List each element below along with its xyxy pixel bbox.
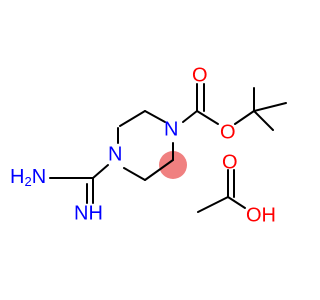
acid-carbonyl-oxygen-label: O bbox=[222, 151, 238, 173]
highlighted-ring-atom bbox=[159, 151, 187, 179]
acid-hydroxyl-label: OH bbox=[246, 204, 276, 226]
amino-label: H2N bbox=[10, 166, 46, 189]
imino-label: NH bbox=[74, 202, 103, 224]
bond-ester-o-tbutyl-c bbox=[234, 110, 255, 125]
structure-diagram: N N H2N NH O O O OH bbox=[10, 64, 287, 226]
bond-carbonyl-c-ester-o bbox=[196, 110, 219, 125]
bond-n1-amidine-c bbox=[92, 164, 109, 179]
ring-bond-c2-c3 bbox=[144, 110, 166, 123]
amino-h: H bbox=[10, 166, 24, 188]
bond-acid-methyl-c bbox=[197, 196, 229, 213]
bond-acid-c-oh bbox=[227, 196, 246, 209]
ester-oxygen-label: O bbox=[220, 121, 236, 143]
nitrogen-label-left: N bbox=[108, 143, 122, 165]
bond-n4-carbonyl-c bbox=[182, 110, 198, 123]
nitrogen-label-right: N bbox=[164, 118, 178, 140]
amino-subscript: 2 bbox=[24, 174, 31, 189]
amino-n: N bbox=[32, 166, 46, 188]
ring-bond-c5-c6 bbox=[144, 159, 174, 181]
ring-bond-n1-c2 bbox=[119, 110, 146, 127]
bond-tbutyl-methyl-2 bbox=[253, 102, 287, 112]
carbonyl-oxygen-label: O bbox=[192, 64, 208, 86]
ring-bond-c6-n1 bbox=[123, 167, 146, 181]
bond-tbutyl-methyl-3 bbox=[253, 110, 274, 131]
